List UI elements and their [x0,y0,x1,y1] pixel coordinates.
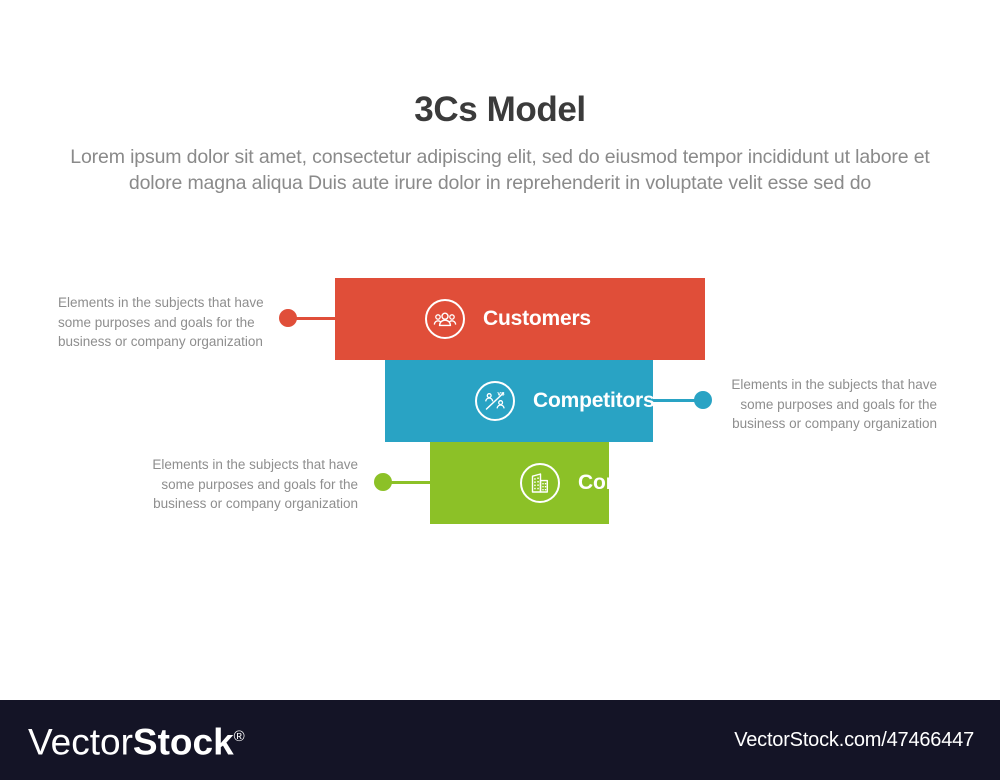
company-content: Company [430,463,672,503]
description-competitors: Elements in the subjects that have some … [731,377,937,431]
footer-watermark-bar: VectorStock® VectorStock.com/47466447 [0,700,1000,780]
people-group-icon [425,299,465,339]
svg-text:vs: vs [497,391,505,398]
connector-line-competitors [650,399,705,402]
office-building-icon [520,463,560,503]
page-subtitle: Lorem ipsum dolor sit amet, consectetur … [70,146,930,194]
competitors-label: Competitors [533,389,655,412]
company-label: Company [578,471,673,494]
diagram-item-customers[interactable]: Customers [335,278,705,360]
versus-people-icon: vs [475,381,515,421]
competitors-content: vs Competitors [385,381,655,421]
connector-line-company [383,481,438,484]
diagram-item-company[interactable]: Company [430,442,672,524]
connector-dot-company [374,473,392,491]
vectorstock-logo: VectorStock® [28,717,245,762]
description-customers: Elements in the subjects that have some … [58,295,264,349]
logo-text-bold: Stock [132,721,234,763]
page-title: 3Cs Model [414,90,586,129]
footer-url: VectorStock.com/47466447 [734,728,974,751]
connector-dot-competitors [694,391,712,409]
logo-text-light: Vector [28,721,133,763]
connector-line-customers [288,317,343,320]
customers-label: Customers [483,307,591,330]
header-block: 3Cs Model Lorem ipsum dolor sit amet, co… [0,88,1000,196]
customers-content: Customers [335,299,591,339]
registered-trademark-icon: ® [233,728,245,746]
description-company: Elements in the subjects that have some … [152,457,358,511]
connector-dot-customers [279,309,297,327]
diagram-item-competitors[interactable]: vs Competitors [385,360,655,442]
